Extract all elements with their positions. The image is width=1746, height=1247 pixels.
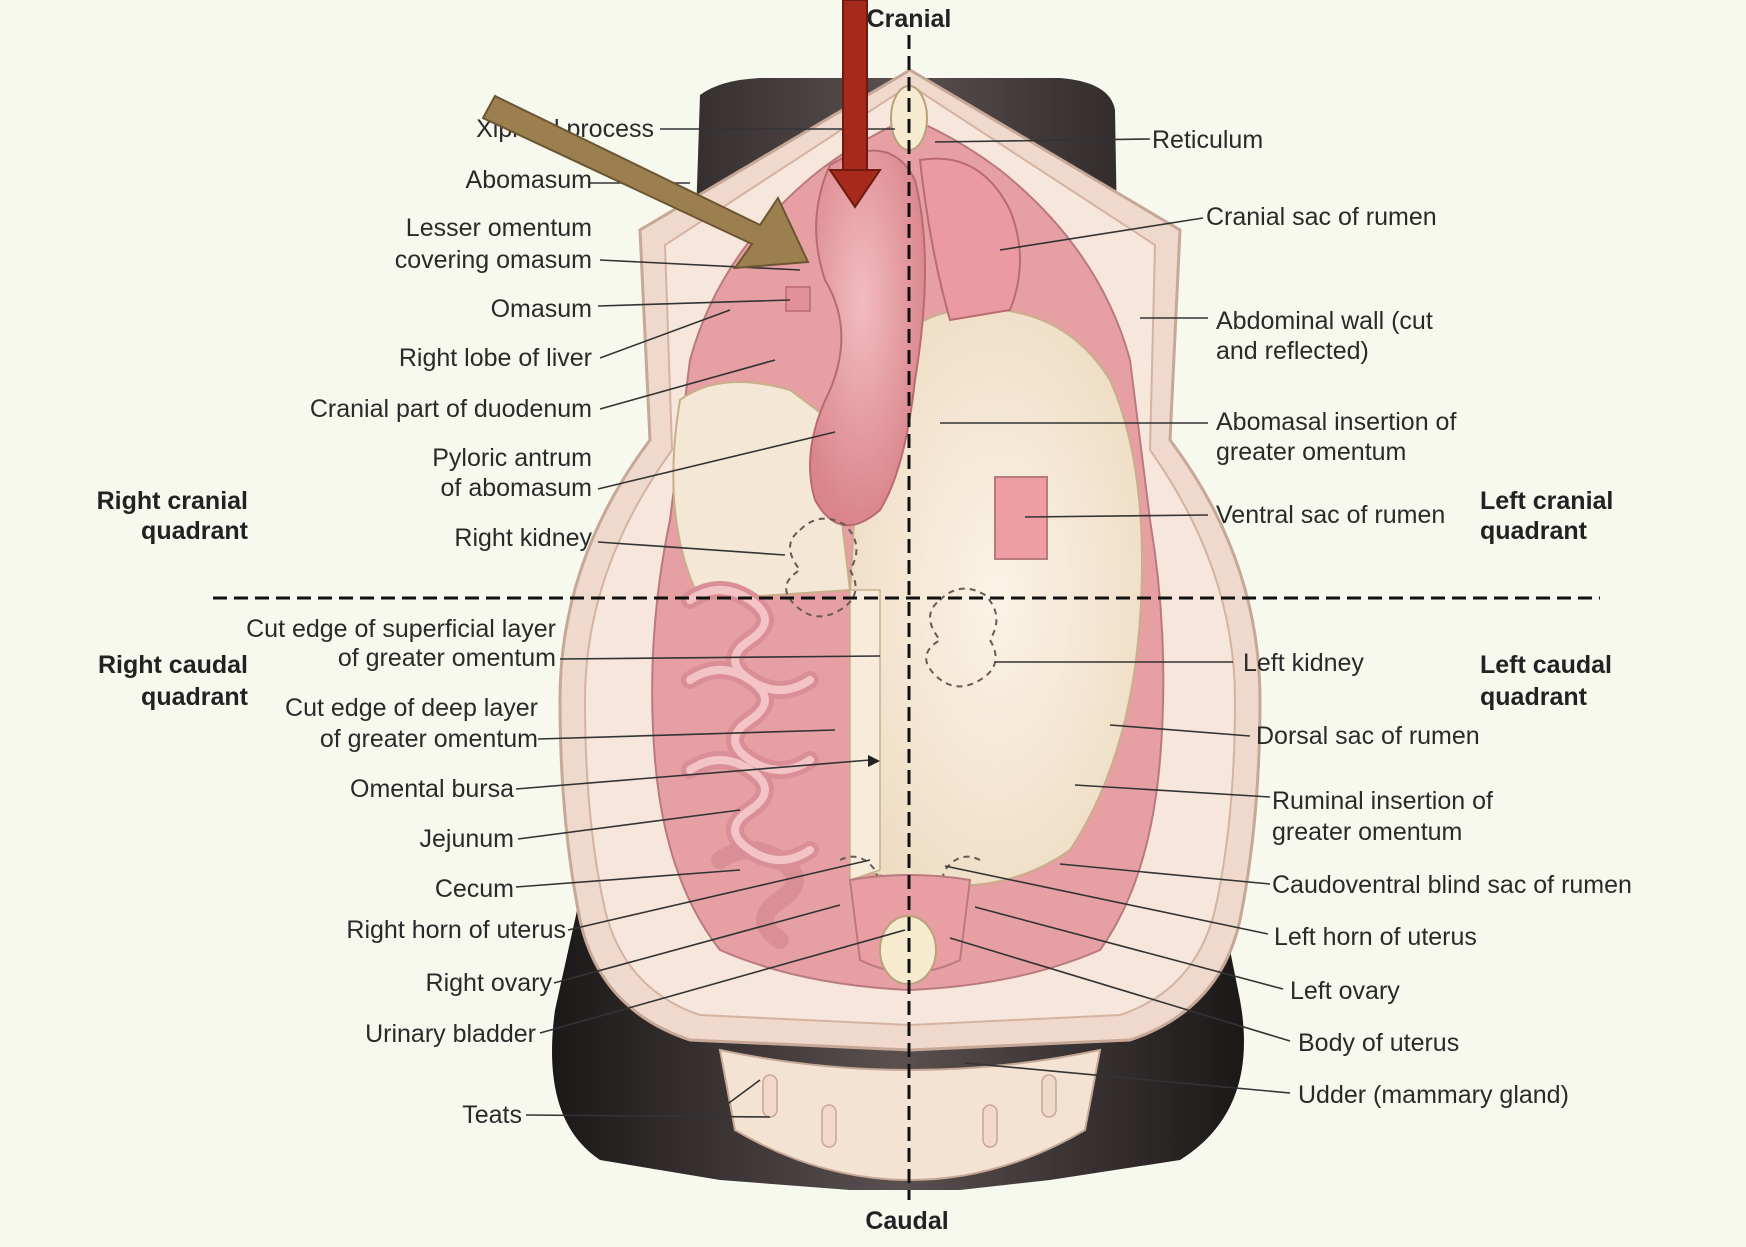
label-cut-deep-line1: Cut edge of deep layer xyxy=(285,694,538,722)
label-lesser-omentum-line2: covering omasum xyxy=(395,246,592,274)
right-caudal-quadrant-label-line2: quadrant xyxy=(141,683,249,711)
label-ruminal-insertion-line1: Ruminal insertion of xyxy=(1272,787,1493,815)
right-cranial-quadrant-label-line2: quadrant xyxy=(141,517,249,545)
label-pyloric-antrum-line2: of abomasum xyxy=(441,474,592,502)
teat-2 xyxy=(822,1105,836,1147)
omasum-window xyxy=(786,287,810,311)
left-cranial-quadrant-label-line1: Left cranial xyxy=(1480,487,1613,515)
cranial-label: Cranial xyxy=(867,5,952,33)
label-right-lobe-liver: Right lobe of liver xyxy=(399,344,592,372)
label-udder: Udder (mammary gland) xyxy=(1298,1081,1569,1109)
label-right-ovary: Right ovary xyxy=(426,969,553,997)
left-caudal-quadrant-label-line1: Left caudal xyxy=(1480,651,1612,679)
right-cranial-quadrant-label-line1: Right cranial xyxy=(97,487,248,515)
label-left-kidney: Left kidney xyxy=(1243,649,1364,677)
label-omental-bursa: Omental bursa xyxy=(350,775,514,803)
label-teats: Teats xyxy=(462,1101,522,1129)
label-ruminal-insertion-line2: greater omentum xyxy=(1272,818,1462,846)
label-omasum: Omasum xyxy=(491,295,592,323)
caudal-label: Caudal xyxy=(865,1207,948,1235)
right-caudal-quadrant-label-line1: Right caudal xyxy=(98,651,248,679)
label-abdominal-wall-line2: and reflected) xyxy=(1216,337,1369,365)
left-cranial-quadrant-label-line2: quadrant xyxy=(1480,517,1588,545)
teat-4 xyxy=(1042,1075,1056,1117)
label-left-horn-uterus: Left horn of uterus xyxy=(1274,923,1477,951)
left-caudal-quadrant-label-line2: quadrant xyxy=(1480,683,1588,711)
label-cranial-sac-rumen: Cranial sac of rumen xyxy=(1206,203,1437,231)
label-reticulum: Reticulum xyxy=(1152,126,1263,154)
label-cranial-duodenum: Cranial part of duodenum xyxy=(310,395,592,423)
label-jejunum: Jejunum xyxy=(420,825,515,853)
label-caudoventral-blind-sac: Caudoventral blind sac of rumen xyxy=(1272,871,1632,899)
teat-1 xyxy=(763,1075,777,1117)
label-abomasum: Abomasum xyxy=(466,166,592,194)
label-left-ovary: Left ovary xyxy=(1290,977,1400,1005)
label-abdominal-wall-line1: Abdominal wall (cut xyxy=(1216,307,1433,335)
label-cut-superficial-line2: of greater omentum xyxy=(338,644,556,672)
label-abomasal-insertion-line1: Abomasal insertion of xyxy=(1216,408,1456,436)
teat-3 xyxy=(983,1105,997,1147)
label-pyloric-antrum-line1: Pyloric antrum xyxy=(432,444,592,472)
label-cecum: Cecum xyxy=(435,875,514,903)
label-cut-deep-line2: of greater omentum xyxy=(320,725,538,753)
label-abomasal-insertion-line2: greater omentum xyxy=(1216,438,1406,466)
omental-bursa-strip xyxy=(850,590,880,880)
label-ventral-sac-rumen: Ventral sac of rumen xyxy=(1216,501,1445,529)
label-body-uterus: Body of uterus xyxy=(1298,1029,1459,1057)
label-urinary-bladder: Urinary bladder xyxy=(365,1020,536,1048)
label-right-horn-uterus: Right horn of uterus xyxy=(346,916,566,944)
label-right-kidney: Right kidney xyxy=(454,524,592,552)
label-dorsal-sac-rumen: Dorsal sac of rumen xyxy=(1256,722,1480,750)
label-lesser-omentum-line1: Lesser omentum xyxy=(406,214,592,242)
label-cut-superficial-line1: Cut edge of superficial layer xyxy=(246,615,556,643)
ventral-sac-window xyxy=(995,477,1047,559)
